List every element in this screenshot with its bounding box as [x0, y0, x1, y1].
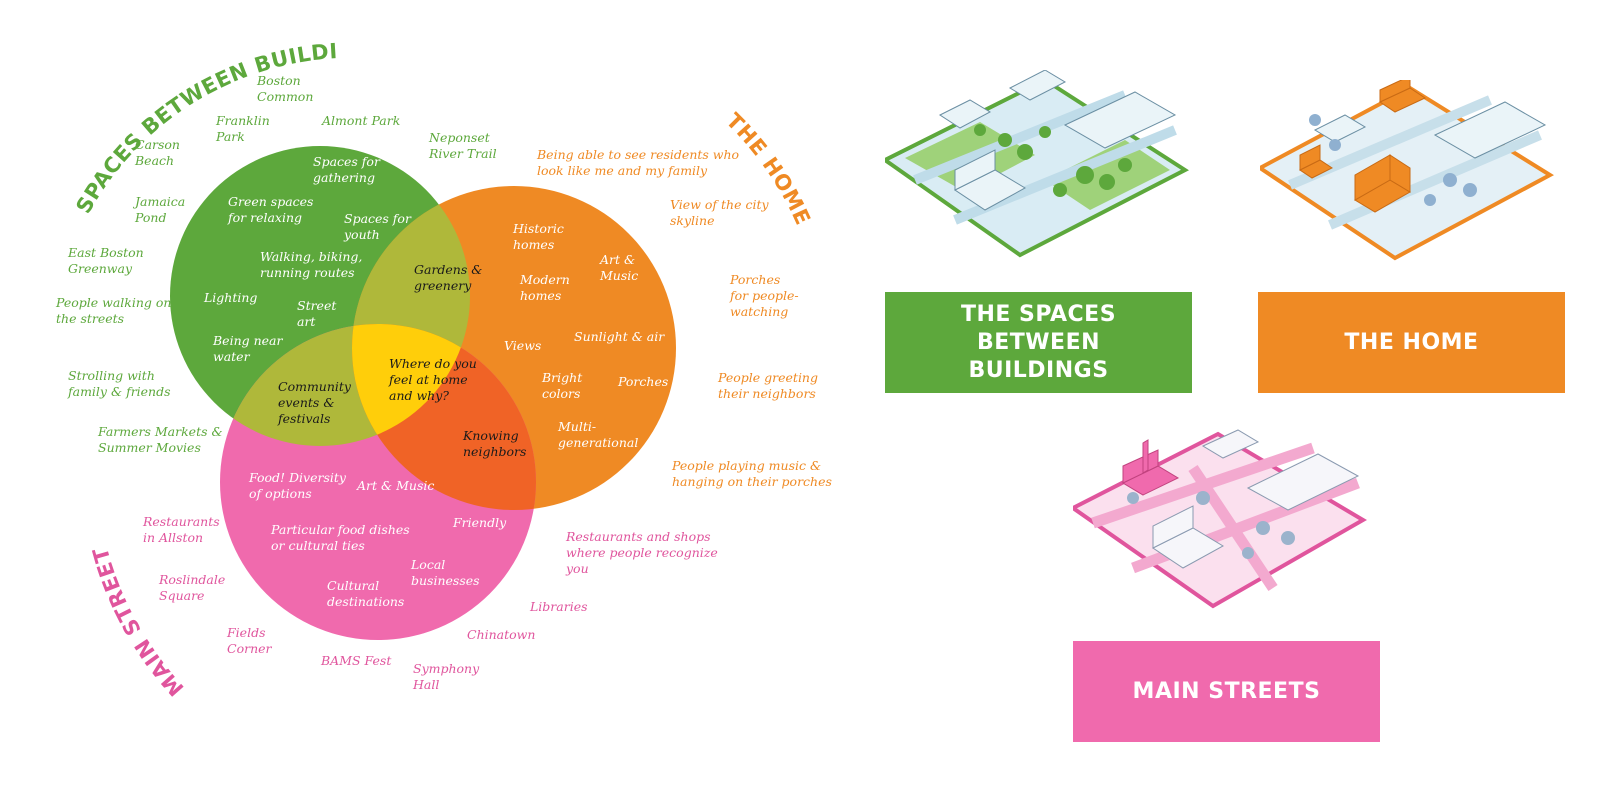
label-food: Food! Diversity of options: [249, 470, 346, 501]
outer-farmers: Farmers Markets & Summer Movies: [98, 424, 223, 455]
outer-jamaica: Jamaica Pond: [135, 194, 186, 225]
label-lighting: Lighting: [204, 290, 258, 305]
outer-music-porches: People playing music & hanging on their …: [672, 458, 832, 489]
banner-main-streets: MAIN STREETS: [1073, 641, 1380, 742]
label-gardens: Gardens & greenery: [414, 262, 483, 293]
venn-diagram: SPACES BETWEEN BUILDINGS THE HOME MAIN S…: [0, 0, 815, 701]
outer-greeting: People greeting their neighbors: [718, 370, 818, 401]
label-modern: Modern homes: [520, 272, 570, 303]
outer-roslindale: Roslindale Square: [159, 572, 226, 603]
label-cultural: Cultural destinations: [327, 578, 405, 609]
banner-spaces-between-buildings: THE SPACES BETWEEN BUILDINGS: [885, 292, 1192, 393]
outer-carson: Carson Beach: [135, 137, 180, 168]
label-green-spaces: Green spaces for relaxing: [228, 194, 314, 225]
label-knowing: Knowing neighbors: [463, 428, 527, 459]
label-spaces-youth: Spaces for youth: [344, 211, 411, 242]
banner-the-home: THE HOME: [1258, 292, 1565, 393]
outer-chinatown: Chinatown: [467, 627, 536, 642]
label-historic: Historic homes: [513, 221, 564, 252]
label-friendly: Friendly: [453, 515, 507, 530]
outer-bams: BAMS Fest: [321, 653, 392, 668]
isometric-spaces-illustration: [885, 70, 1189, 258]
outer-fields: Fields Corner: [227, 625, 272, 656]
label-particular: Particular food dishes or cultural ties: [271, 522, 410, 553]
outer-boston-common: Boston Common: [257, 73, 314, 104]
label-near-water: Being near water: [213, 333, 283, 364]
outer-strolling: Strolling with family & friends: [68, 368, 171, 399]
outer-skyline: View of the city skyline: [670, 197, 769, 228]
label-local: Local businesses: [411, 557, 480, 588]
outer-residents: Being able to see residents who look lik…: [537, 147, 740, 178]
outer-libraries: Libraries: [530, 599, 588, 614]
label-spaces-gathering: Spaces for gathering: [313, 154, 380, 185]
outer-almont: Almont Park: [322, 113, 401, 128]
label-art-music-home: Art & Music: [600, 252, 639, 283]
label-views: Views: [504, 338, 542, 353]
isometric-main-streets-illustration: [1073, 429, 1367, 609]
outer-neponset: Neponset River Trail: [429, 130, 497, 161]
label-art-music-main: Art & Music: [357, 478, 435, 493]
label-sunlight: Sunlight & air: [574, 329, 665, 344]
label-center-question: Where do you feel at home and why?: [389, 356, 477, 403]
outer-recognize: Restaurants and shops where people recog…: [566, 529, 718, 576]
label-community: Community events & festivals: [278, 379, 351, 426]
outer-east-boston: East Boston Greenway: [68, 245, 144, 276]
label-street-art: Street art: [297, 298, 337, 329]
label-porches: Porches: [618, 374, 669, 389]
label-multigen: Multi- generational: [558, 419, 639, 450]
outer-people-walking: People walking on the streets: [56, 295, 172, 326]
outer-porches-watching: Porches for people- watching: [730, 272, 799, 319]
outer-symphony: Symphony Hall: [413, 661, 480, 692]
label-walking: Walking, biking, running routes: [260, 249, 363, 280]
label-bright: Bright colors: [542, 370, 583, 401]
isometric-home-illustration: [1260, 80, 1554, 261]
outer-allston: Restaurants in Allston: [143, 514, 220, 545]
outer-franklin: Franklin Park: [216, 113, 270, 144]
